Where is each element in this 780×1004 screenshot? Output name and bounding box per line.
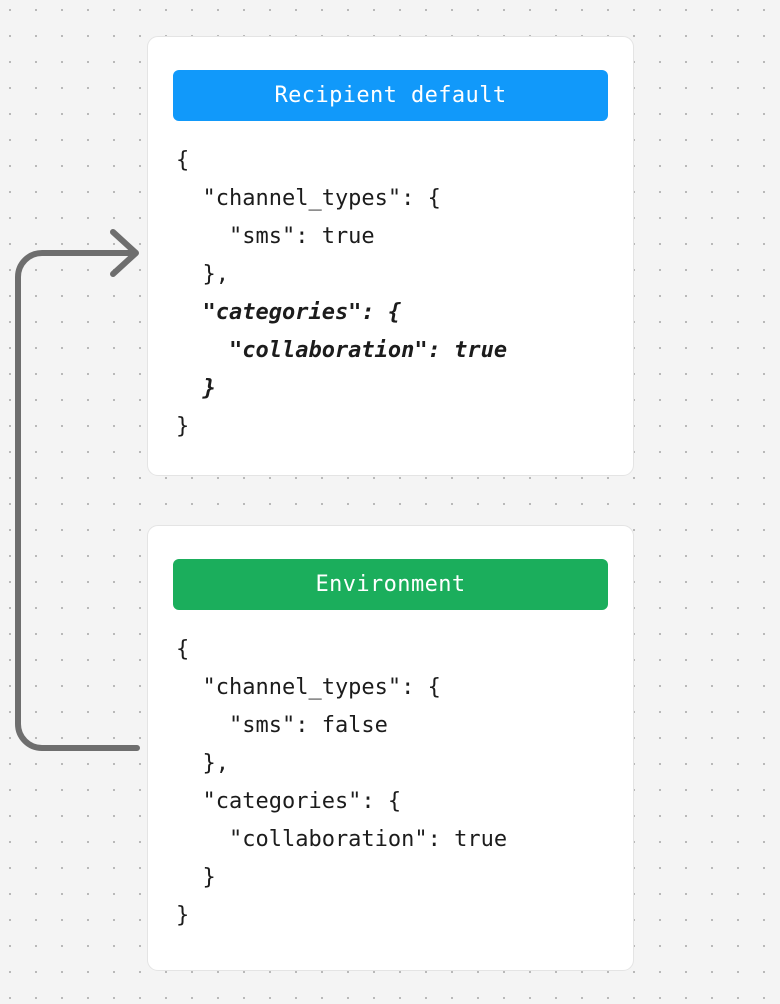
- code-line: "categories": {: [176, 300, 402, 325]
- code-block-recipient-default: { "channel_types": { "sms": true }, "cat…: [173, 142, 608, 446]
- code-line: }: [176, 903, 190, 928]
- code-line: "sms": false: [176, 713, 388, 738]
- code-block-environment: { "channel_types": { "sms": false }, "ca…: [173, 631, 608, 935]
- code-line: "sms": true: [176, 224, 375, 249]
- card-recipient-default[interactable]: Recipient default { "channel_types": { "…: [147, 36, 634, 476]
- code-line: },: [176, 262, 229, 287]
- code-line: },: [176, 751, 229, 776]
- card-column: Recipient default { "channel_types": { "…: [147, 36, 634, 971]
- code-line: {: [176, 148, 190, 173]
- code-line: "collaboration": true: [176, 827, 508, 852]
- card-header-environment: Environment: [173, 559, 608, 610]
- code-line: }: [176, 414, 190, 439]
- card-header-recipient-default: Recipient default: [173, 70, 608, 121]
- code-line: }: [176, 865, 216, 890]
- code-line: "categories": {: [176, 789, 402, 814]
- code-line: "collaboration": true: [176, 338, 508, 363]
- code-line: {: [176, 637, 190, 662]
- code-line: "channel_types": {: [176, 675, 441, 700]
- card-header-label: Recipient default: [274, 83, 507, 108]
- card-environment[interactable]: Environment { "channel_types": { "sms": …: [147, 525, 634, 971]
- card-header-label: Environment: [315, 572, 466, 597]
- code-line: "channel_types": {: [176, 186, 441, 211]
- code-line: }: [176, 376, 216, 401]
